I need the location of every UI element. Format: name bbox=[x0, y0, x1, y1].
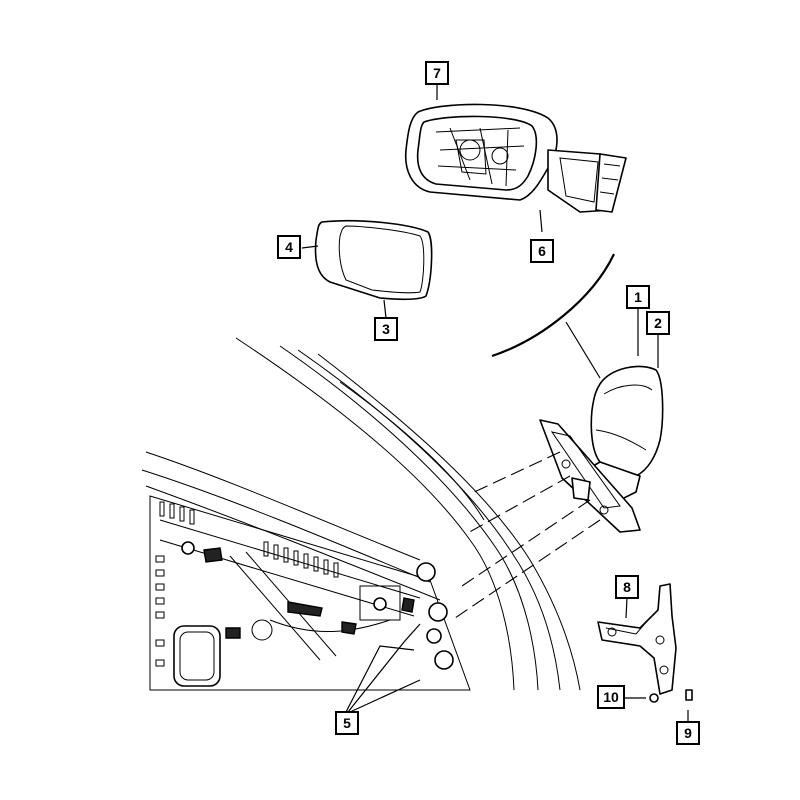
callout-10: 10 bbox=[597, 685, 625, 709]
mirror-bracket bbox=[597, 583, 677, 695]
svg-text:6: 6 bbox=[538, 243, 546, 259]
svg-text:5: 5 bbox=[343, 715, 351, 731]
svg-text:4: 4 bbox=[285, 239, 293, 255]
svg-text:8: 8 bbox=[623, 579, 631, 595]
callout-6: 6 bbox=[530, 239, 554, 263]
callout-9: 9 bbox=[676, 721, 700, 745]
svg-text:1: 1 bbox=[634, 289, 642, 305]
svg-text:2: 2 bbox=[654, 315, 662, 331]
view-separator-arc bbox=[491, 253, 615, 358]
nut bbox=[649, 693, 659, 703]
svg-text:7: 7 bbox=[433, 65, 441, 81]
callout-2: 2 bbox=[646, 311, 670, 335]
callout-7: 7 bbox=[425, 61, 449, 85]
mirror-glass bbox=[314, 219, 433, 301]
callout-8: 8 bbox=[615, 575, 639, 599]
mirror-housing-assembly bbox=[404, 103, 627, 213]
screw bbox=[685, 689, 693, 701]
svg-text:3: 3 bbox=[382, 321, 390, 337]
callout-4: 4 bbox=[277, 235, 301, 259]
callout-5: 5 bbox=[335, 711, 359, 735]
svg-text:10: 10 bbox=[603, 689, 619, 705]
callout-1: 1 bbox=[626, 285, 650, 309]
svg-text:9: 9 bbox=[684, 725, 692, 741]
door-frame bbox=[141, 337, 581, 691]
inner-door-panel bbox=[149, 495, 471, 691]
side-mirror-assembly bbox=[539, 365, 664, 533]
callout-3: 3 bbox=[374, 317, 398, 341]
